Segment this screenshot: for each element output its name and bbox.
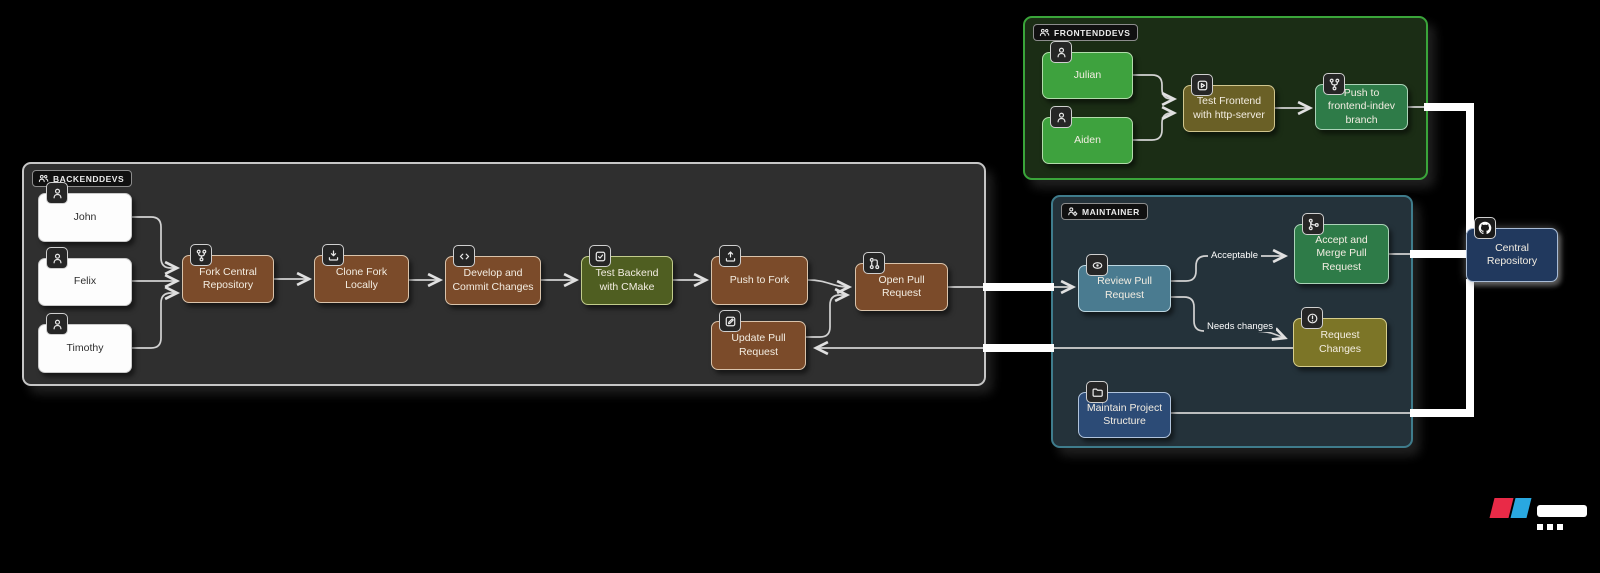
people-icon — [1039, 27, 1050, 38]
watermark-logo — [1489, 497, 1598, 533]
node-push-to-frontend-indev-branch: Push to frontend-indev branch — [1315, 73, 1408, 130]
person-icon — [1050, 106, 1072, 128]
github-icon — [1474, 217, 1496, 239]
node-julian: Julian — [1042, 41, 1133, 99]
eye-icon — [1086, 254, 1108, 276]
group-label: MAINTAINER — [1082, 206, 1140, 217]
node-label: Test Frontend with http-server — [1193, 95, 1265, 121]
person-icon — [46, 313, 68, 335]
upload-icon — [719, 245, 741, 267]
node-label: Maintain Project Structure — [1086, 401, 1163, 427]
edge-label-needs-changes: Needs changes — [1204, 321, 1277, 332]
watermark-red-shape — [1489, 498, 1514, 518]
group-label: FRONTENDDEVS — [1054, 27, 1131, 38]
node-john: John — [38, 182, 132, 242]
folder-icon — [1086, 381, 1108, 403]
node-label: John — [73, 210, 97, 223]
node-test-frontend-with-http-server: Test Frontend with http-server — [1183, 74, 1275, 132]
node-push-to-fork: Push to Fork — [711, 245, 808, 305]
issue-icon — [1301, 307, 1323, 329]
node-open-pull-request: Open Pull Request — [855, 252, 948, 311]
node-label: Aiden — [1074, 133, 1101, 146]
node-aiden: Aiden — [1042, 106, 1133, 164]
node-label: Felix — [73, 275, 97, 288]
node-label: Test Backend with CMake — [595, 267, 659, 293]
node-label: Accept and Merge Pull Request — [1315, 234, 1368, 273]
download-icon — [322, 244, 344, 266]
node-maintain-project-structure: Maintain Project Structure — [1078, 381, 1171, 438]
node-label: Request Changes — [1318, 329, 1362, 355]
node-develop-and-commit-changes: Develop and Commit Changes — [445, 245, 541, 305]
git-merge-icon — [1302, 213, 1324, 235]
person-icon — [1050, 41, 1072, 63]
node-label: Develop and Commit Changes — [452, 267, 534, 293]
watermark-text-blob — [1557, 524, 1563, 530]
git-fork-icon — [1323, 73, 1345, 95]
node-update-pull-request: Update Pull Request — [711, 310, 806, 370]
node-label: Push to frontend-indev branch — [1327, 87, 1396, 126]
pull-request-icon — [863, 252, 885, 274]
git-fork-icon — [190, 244, 212, 266]
check-square-icon — [589, 245, 611, 267]
watermark-text-blob — [1547, 524, 1553, 530]
pencil-square-icon — [719, 310, 741, 332]
watermark-text-blob — [1537, 524, 1543, 530]
people-icon — [38, 173, 49, 184]
play-icon — [1191, 74, 1213, 96]
node-test-backend-with-cmake: Test Backend with CMake — [581, 245, 673, 305]
node-request-changes: Request Changes — [1293, 307, 1387, 367]
group-label: BACKENDDEVS — [53, 173, 125, 184]
group-badge-maintainer: MAINTAINER — [1061, 203, 1148, 220]
node-central-repository: Central Repository — [1466, 217, 1558, 282]
node-label: Fork Central Repository — [199, 265, 257, 291]
node-fork-central-repository: Fork Central Repository — [182, 244, 274, 303]
node-timothy: Timothy — [38, 313, 132, 373]
node-review-pull-request: Review Pull Request — [1078, 254, 1171, 312]
node-clone-fork-locally: Clone Fork Locally — [314, 244, 409, 303]
node-label: Timothy — [66, 341, 104, 354]
person-gear-icon — [1067, 206, 1078, 217]
node-label: Central Repository — [1486, 241, 1538, 267]
node-accept-and-merge-pull-request: Accept and Merge Pull Request — [1294, 213, 1389, 284]
node-label: Review Pull Request — [1097, 275, 1152, 301]
person-icon — [46, 247, 68, 269]
watermark-blue-shape — [1510, 498, 1532, 518]
node-label: Clone Fork Locally — [335, 265, 388, 291]
watermark-text-blob — [1537, 505, 1587, 517]
node-label: Push to Fork — [729, 273, 790, 286]
node-label: Open Pull Request — [878, 273, 925, 299]
node-felix: Felix — [38, 247, 132, 306]
group-badge-frontenddevs: FRONTENDDEVS — [1033, 24, 1139, 41]
code-icon — [453, 245, 475, 267]
node-label: Julian — [1073, 68, 1102, 81]
person-icon — [46, 182, 68, 204]
node-label: Update Pull Request — [731, 332, 786, 358]
edge-label-acceptable: Acceptable — [1208, 250, 1262, 261]
